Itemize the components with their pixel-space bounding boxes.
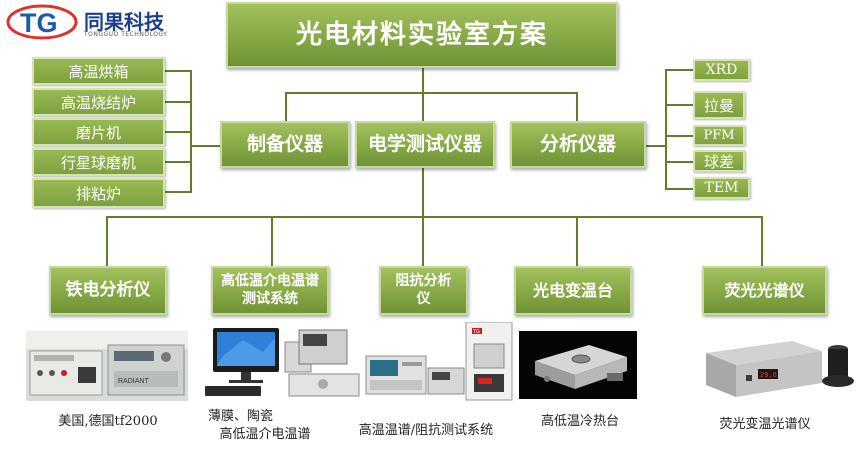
analysis-item-label: 拉曼 [703,96,734,115]
instrument-optoelectric-stage: 光电变温台 [514,266,632,315]
instrument-label: 光电变温台 [532,280,613,300]
category-analysis: 分析仪器 [510,121,646,168]
analysis-item: TEM [693,177,750,199]
category-label: 制备仪器 [246,132,323,155]
category-electrical: 电学测试仪器 [355,121,495,168]
logo-en-name: TONGGUO TECHNOLOGY [84,31,168,38]
connector [645,145,667,147]
furnace-badge: TG [473,329,480,335]
connector [285,92,578,94]
category-label: 分析仪器 [539,132,616,155]
furnace-badge-bg [472,328,482,334]
instrument-ferroelectric: 铁电分析仪 [49,266,167,315]
connector [576,92,578,122]
prep-item-label: 排粘炉 [75,184,121,203]
dielectric-system-photo [205,328,360,397]
analysis-item-label: XRD [705,62,738,78]
instrument-impedance: 阻抗分析仪 [379,266,468,315]
caption-line: 高低温介电温谱 [219,426,311,442]
prep-item: 高温烧结炉 [32,88,165,116]
connector [165,131,192,133]
instrument-label: 铁电分析仪 [65,279,151,300]
prep-item-label: 磨片机 [75,123,121,142]
prep-item-label: 高温烧结炉 [60,93,136,112]
prep-item: 行星球磨机 [32,148,165,176]
impedance-system-photo: TG [365,322,513,401]
title-box: 光电材料实验室方案 [226,2,618,68]
caption-temperature-stage: 高低温冷热台 [540,414,619,429]
instrument-dielectric: 高低温介电温谱测试系统 [211,266,329,315]
instrument-fluorescence: 荧光光谱仪 [702,266,827,315]
analysis-item: PFM [693,125,745,146]
connector [165,191,192,193]
analysis-item: 拉曼 [693,91,745,119]
connector [665,104,693,106]
temperature-readout: 29.6 [760,372,777,380]
connector [665,188,693,190]
prep-item-label: 高温烘箱 [68,62,129,81]
logo-cn-name: 同果科技 [84,10,164,34]
company-logo: TG 同果科技 TONGGUO TECHNOLOGY [6,4,174,40]
category-prep: 制备仪器 [220,121,350,168]
prep-item: 高温烘箱 [32,57,165,85]
connector [165,161,192,163]
category-label: 电学测试仪器 [367,132,482,155]
connector [106,216,108,268]
caption-fluorescence: 荧光变温光谱仪 [719,417,811,432]
ferroelectric-analyzer-photo: RADIANT [26,331,188,401]
caption-line: 薄膜、陶瓷 [208,409,274,424]
connector [665,135,693,137]
connector [422,216,424,268]
instrument-label: 阻抗分析仪 [395,273,452,307]
analysis-item-label: TEM [704,180,739,196]
prep-item-label: 行星球磨机 [60,153,136,172]
temperature-stage-photo [519,331,637,399]
caption-impedance: 高温温谱/阻抗测试系统 [358,423,494,438]
caption-ferroelectric: 美国,德国tf2000 [58,414,158,429]
prep-item: 排粘炉 [32,178,165,208]
caption-dielectric: 薄膜、陶瓷 高低温介电温谱 [200,408,330,443]
analysis-item-label: PFM [703,128,735,143]
connector [576,216,578,268]
connector [665,69,667,189]
device-brand-label: RADIANT [118,378,149,385]
connector [165,70,192,72]
connector [165,101,192,103]
logo-mark: TG [6,4,78,40]
connector [665,161,693,163]
instrument-label: 荧光光谱仪 [724,280,805,300]
analysis-item-label: 球差 [703,152,734,171]
logo-text: TG [20,8,58,38]
connector [761,216,763,268]
fluorescence-spectrometer-photo: 29.6 [706,341,854,397]
connector [190,145,222,147]
analysis-item: 球差 [693,150,745,172]
prep-item: 磨片机 [32,118,165,146]
page-title: 光电材料实验室方案 [295,19,548,50]
connector [106,216,763,218]
connector [422,168,424,218]
connector [665,69,693,71]
connector [285,92,287,122]
connector [271,216,273,268]
instrument-label: 高低温介电温谱测试系统 [221,273,319,307]
analysis-item: XRD [693,59,750,81]
